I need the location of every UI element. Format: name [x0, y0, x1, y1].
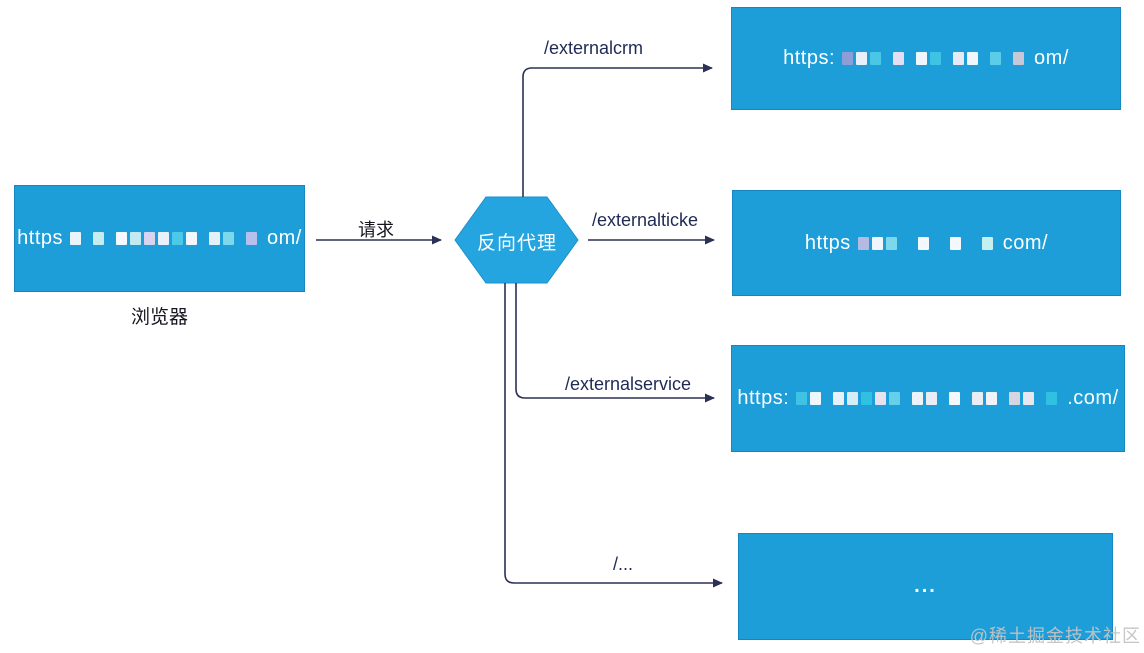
connector-externalservice [515, 283, 715, 403]
server-url-prefix: https [804, 231, 851, 254]
connector-fallback [504, 283, 723, 588]
server-node-crm: https: om/ [731, 7, 1121, 110]
server-url-suffix: om/ [1034, 47, 1069, 69]
proxy-hexagon [454, 196, 579, 284]
route-label-fallback: /... [613, 554, 634, 574]
censored-url-segment [796, 391, 1060, 407]
connector-externalcrm [522, 63, 713, 197]
proxy-label: 反向代理 [476, 233, 557, 254]
server-node-service: https: .com/ [731, 345, 1125, 452]
server-url-prefix: https: [737, 387, 790, 409]
server-url-prefix: https: [783, 47, 836, 69]
server-url-suffix: .com/ [1067, 387, 1119, 409]
censored-url-segment [857, 235, 996, 251]
route-label-externalcrm: /externalcrm [544, 38, 644, 58]
browser-caption: 浏览器 [130, 307, 188, 328]
browser-node: https om/ [14, 185, 305, 292]
route-label-externalservice: /externalservice [565, 374, 692, 394]
censored-url-segment [842, 51, 1027, 67]
request-label: 请求 [358, 220, 394, 240]
censored-url-segment [70, 231, 260, 247]
fallback-placeholder: ... [914, 575, 937, 597]
server-node-ticket: https com/ [732, 190, 1121, 296]
browser-url-prefix: https [17, 227, 63, 249]
route-label-externalticke: /externalticke [592, 210, 699, 230]
watermark: @稀土掘金技术社区 [969, 626, 1141, 646]
server-url-suffix: com/ [1002, 231, 1049, 254]
browser-url-suffix: om/ [267, 227, 302, 249]
server-node-fallback: ... [738, 533, 1113, 640]
